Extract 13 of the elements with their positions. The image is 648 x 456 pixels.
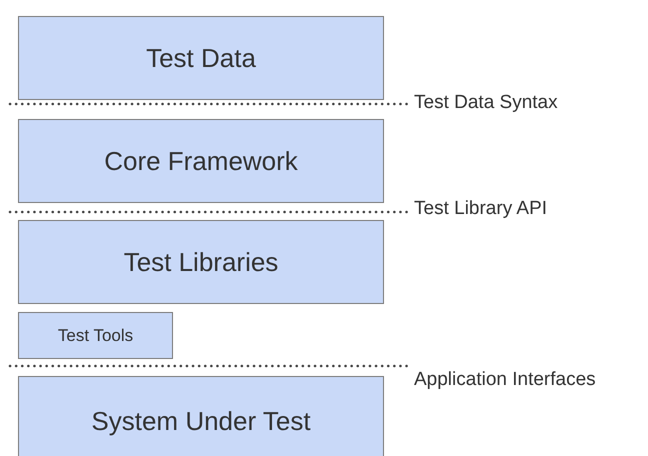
layer-label: Test Tools <box>58 324 134 347</box>
interface-label: Application Interfaces <box>414 368 596 392</box>
layer-label: System Under Test <box>91 404 311 438</box>
layer-box <box>18 119 384 203</box>
layer-box <box>18 376 384 456</box>
layer-box <box>18 312 173 359</box>
layer-label: Test Libraries <box>124 246 278 278</box>
layer-box <box>18 16 384 100</box>
layer-label: Core Framework <box>104 144 298 178</box>
layer-label: Test Data <box>146 42 256 74</box>
layer-box <box>18 220 384 304</box>
interface-label: Test Data Syntax <box>414 91 558 115</box>
interface-label: Test Library API <box>414 197 548 221</box>
